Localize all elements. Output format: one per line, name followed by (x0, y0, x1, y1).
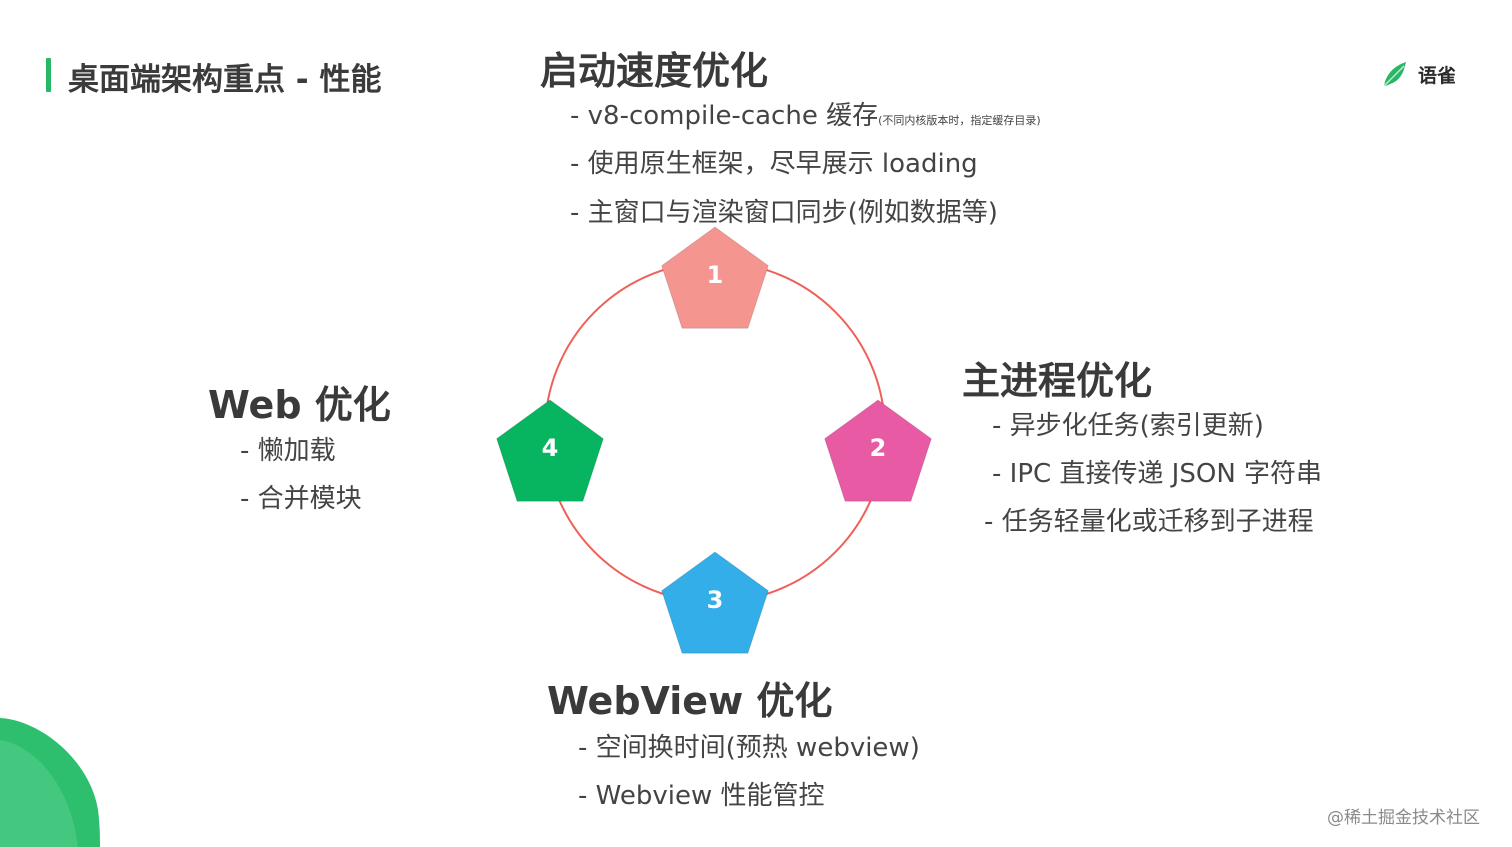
decorative-corner-blob (0, 718, 100, 847)
main-process-heading: 主进程优化 (962, 359, 1153, 403)
web-item-1: - 懒加载 (240, 436, 336, 466)
page-title: 桌面端架构重点 - 性能 (68, 62, 382, 98)
brand-name: 语雀 (1418, 64, 1457, 87)
startup-item-1-note: (不同内核版本时，指定缓存目录) (878, 114, 1041, 127)
webview-item-2: - Webview 性能管控 (578, 781, 825, 811)
cycle-node-2 (824, 399, 932, 502)
web-item-2: - 合并模块 (240, 484, 362, 514)
cycle-node-label-3: 3 (707, 586, 724, 614)
cycle-node-1 (661, 226, 769, 329)
startup-heading: 启动速度优化 (540, 49, 769, 93)
cycle-node-label-2: 2 (870, 434, 887, 462)
brand-logo: 语雀 (1380, 58, 1456, 90)
yuque-leaf-icon (1383, 62, 1406, 87)
watermark: @稀土掘金技术社区 (1327, 808, 1480, 828)
startup-item-2: - 使用原生框架，尽早展示 loading (570, 149, 978, 179)
cycle-node-label-1: 1 (707, 261, 724, 289)
main-process-item-1: - 异步化任务(索引更新) (992, 411, 1264, 441)
web-heading: Web 优化 (208, 383, 391, 427)
main-process-item-2: - IPC 直接传递 JSON 字符串 (992, 459, 1323, 489)
title-accent-bar (46, 58, 51, 92)
webview-item-1: - 空间换时间(预热 webview) (578, 733, 920, 763)
startup-item-1-text: - v8-compile-cache 缓存 (570, 101, 879, 131)
webview-heading: WebView 优化 (547, 679, 833, 723)
cycle-node-label-4: 4 (542, 434, 559, 462)
startup-item-3: - 主窗口与渲染窗口同步(例如数据等) (570, 198, 998, 228)
main-process-item-3: - 任务轻量化或迁移到子进程 (984, 507, 1314, 537)
cycle-node-4 (496, 399, 604, 502)
cycle-node-3 (661, 551, 769, 654)
startup-item-1: - v8-compile-cache 缓存(不同内核版本时，指定缓存目录) (570, 95, 1041, 132)
